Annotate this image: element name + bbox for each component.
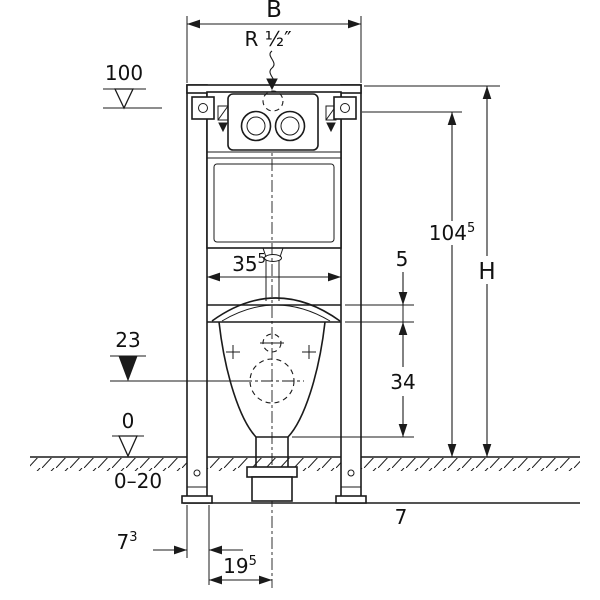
- dimension-104-5: 1045: [362, 111, 475, 457]
- bowl-body: [218, 321, 326, 438]
- level-23-label: 23: [115, 328, 140, 352]
- flush-plate: [227, 90, 319, 151]
- level-0-triangle: [117, 435, 139, 458]
- supply-arrowhead: [266, 78, 278, 91]
- wall-brackets: [191, 96, 357, 120]
- left-foot-plate: [181, 495, 213, 504]
- level-23-triangle: [118, 355, 138, 382]
- floor: [30, 456, 580, 504]
- dimension-34-label: 34: [390, 370, 415, 394]
- dimension-35-5: 355: [206, 252, 342, 301]
- drain-socket-rim: [246, 466, 298, 478]
- level-mark-23: 23: [110, 328, 240, 382]
- right-rail: [340, 84, 362, 501]
- level-mark-0: 0: [112, 409, 144, 458]
- mounting-frame: [181, 84, 367, 504]
- toilet-bowl: [211, 297, 341, 438]
- level-0-label: 0: [122, 409, 135, 433]
- floor-range-label: 0–20: [114, 469, 162, 493]
- dimension-34: 34: [292, 322, 416, 438]
- right-wall-bracket: [333, 96, 357, 120]
- dimension-h-label: H: [478, 259, 495, 285]
- dimension-7-label: 7: [395, 505, 408, 529]
- level-mark-100: 100: [103, 61, 162, 110]
- tank-panel: [213, 163, 335, 243]
- level-100-label: 100: [105, 61, 143, 85]
- right-clip-mark: [326, 122, 336, 133]
- floor-hatching: [30, 458, 580, 471]
- drain-socket-body: [251, 476, 293, 502]
- dimension-104-5-label: 1045: [429, 221, 475, 245]
- bowl-rim-outer: [211, 297, 341, 322]
- supply-connection: R ½″: [244, 27, 292, 91]
- dimension-7-3: 73: [116, 505, 243, 585]
- right-foot-bolt: [347, 469, 355, 477]
- supply-connection-circle: [262, 90, 284, 112]
- bowl-mounting-plate: [207, 304, 341, 323]
- dimension-19-5-label: 195: [223, 554, 257, 578]
- flush-button-left: [240, 110, 272, 142]
- drain-pipe: [246, 437, 298, 502]
- dimension-35-5-label: 355: [232, 252, 266, 276]
- dimension-h: H: [364, 85, 500, 457]
- flush-button-right: [274, 110, 306, 142]
- flush-pipe: [262, 247, 284, 301]
- left-clip-mark: [218, 122, 228, 133]
- dimension-5-label: 5: [396, 247, 409, 271]
- bowl-rim-inner: [221, 304, 331, 322]
- left-wall-bracket: [191, 96, 215, 120]
- dimension-7-3-label: 73: [116, 530, 137, 554]
- supply-label: R ½″: [244, 27, 291, 51]
- right-foot-plate: [335, 495, 367, 504]
- left-rail: [186, 84, 208, 501]
- dimension-b-label: B: [266, 0, 282, 23]
- dimension-b: B: [186, 0, 362, 83]
- left-foot-bolt: [193, 469, 201, 477]
- dimension-19-5: 195: [209, 554, 272, 585]
- level-100-triangle: [113, 88, 135, 110]
- flush-bend: [264, 254, 282, 262]
